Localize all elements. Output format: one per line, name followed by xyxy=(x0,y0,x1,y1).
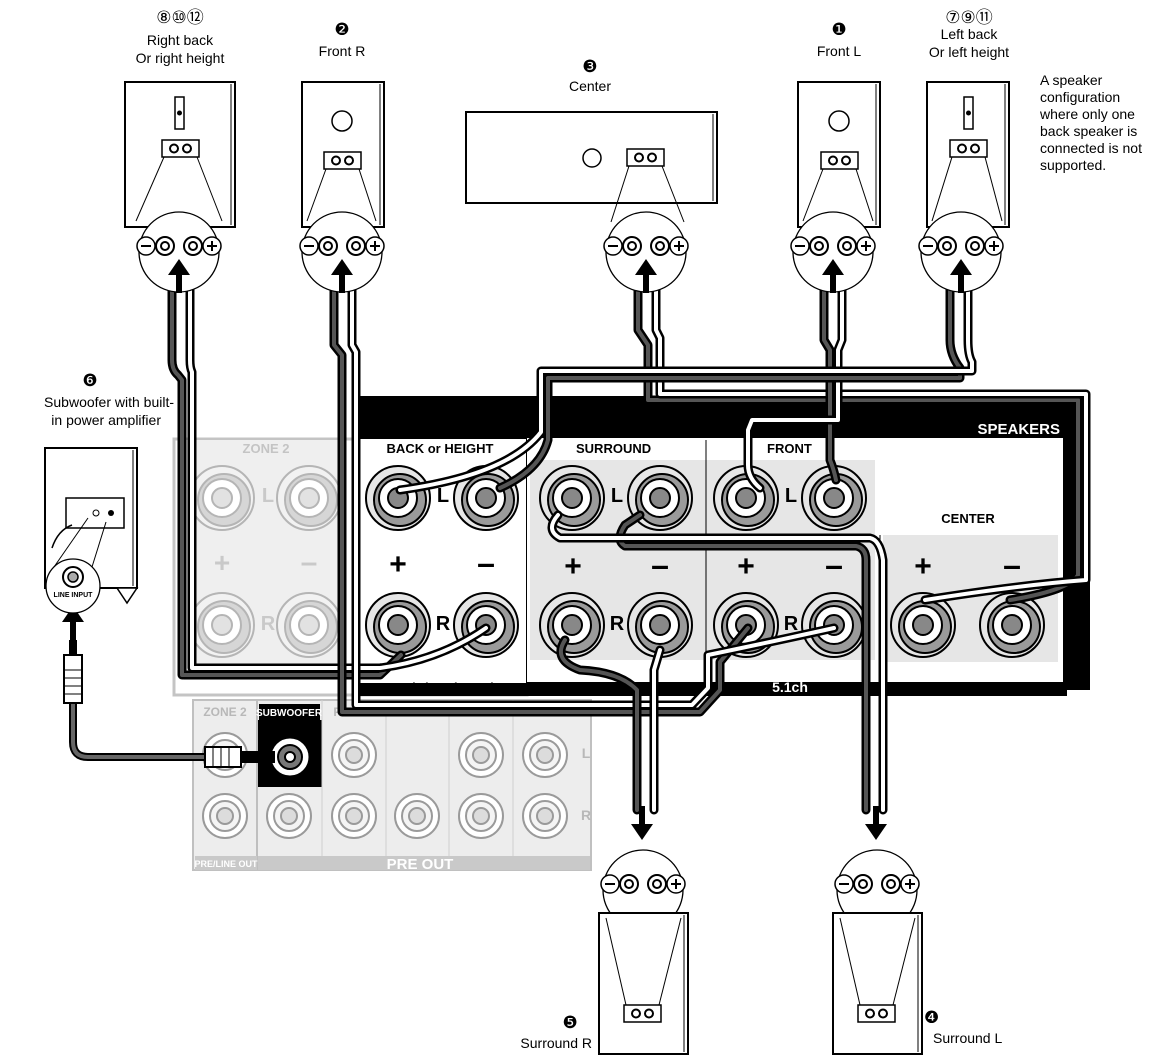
front-section-label: FRONT xyxy=(767,441,812,456)
zone2-l-label: L xyxy=(262,485,274,507)
preout-l-label: L xyxy=(582,745,591,761)
surround-l-rca-jack xyxy=(458,732,504,778)
speakers-panel-title: SPEAKERS xyxy=(977,421,1060,438)
surround-l-label: Surround L xyxy=(933,1030,1003,1046)
preout-zone2-label: ZONE 2 xyxy=(203,705,247,719)
front-r-label: R xyxy=(784,613,799,635)
zone2-r-rca-jack xyxy=(202,793,248,839)
zone2-plus-sign: + xyxy=(214,547,230,578)
center-section-label: CENTER xyxy=(941,511,995,526)
center-minus-sign: – xyxy=(1003,547,1021,583)
zone2-l-minus-terminal xyxy=(276,465,342,531)
front-minus-sign: – xyxy=(825,547,843,583)
subwoofer-r-rca-jack xyxy=(266,793,312,839)
zone2-section-label: ZONE 2 xyxy=(243,441,290,456)
pre-line-out-label: PRE/LINE OUT xyxy=(194,859,258,869)
back-or-height-section-label: BACK or HEIGHT xyxy=(387,441,494,456)
front-r-speaker xyxy=(301,81,385,228)
back-l-plus-terminal xyxy=(365,465,431,531)
line-input-label: LINE INPUT xyxy=(54,592,94,599)
right-back-label-line2: Or right height xyxy=(135,50,225,66)
back-minus-sign: – xyxy=(477,545,495,581)
center-speaker xyxy=(465,111,718,223)
center-rca-jack xyxy=(394,793,440,839)
front-l-label: L xyxy=(785,485,797,507)
pre-out-label: PRE OUT xyxy=(387,856,454,873)
ch71-label: 7.1ch (or Bi-AMP) xyxy=(387,680,495,695)
surround-l-label: L xyxy=(611,485,623,507)
zone2-l-plus-terminal xyxy=(189,465,255,531)
back-r-plus-terminal xyxy=(365,592,431,658)
back-l-label: L xyxy=(437,485,449,507)
left-back-label-line1: Left back xyxy=(940,26,998,42)
front-r-label: Front R xyxy=(318,43,366,59)
front-plus-sign: + xyxy=(737,550,755,583)
speaker-cables xyxy=(167,285,1091,815)
subwoofer-cable xyxy=(63,640,275,768)
surround-r-number: ❺ xyxy=(562,1013,578,1032)
surround-r-plus-terminal xyxy=(539,592,605,658)
zone2-r-label: R xyxy=(261,613,276,635)
zone2-r-plus-terminal xyxy=(189,592,255,658)
back-r-label: R xyxy=(436,613,451,635)
surround-l-number: ❹ xyxy=(924,1008,940,1027)
surround-plus-sign: + xyxy=(564,550,582,583)
front-l-rca-jack xyxy=(331,732,377,778)
surround-r-speaker xyxy=(598,912,689,1055)
front-l-label: Front L xyxy=(816,43,862,59)
surround-minus-sign: – xyxy=(651,547,669,583)
back-l-rca-jack xyxy=(522,732,568,778)
preout-r-label: R xyxy=(581,807,591,823)
back-r-rca-jack xyxy=(522,793,568,839)
right-back-number: ⑧⑩⑫ xyxy=(156,8,204,27)
subwoofer-speaker xyxy=(44,447,139,614)
back-plus-sign: + xyxy=(389,548,407,581)
surround-l-speaker xyxy=(832,912,923,1055)
back-speaker-note: A speaker configuration where only one b… xyxy=(1040,72,1142,173)
right-back-speaker xyxy=(124,81,236,228)
left-back-speaker xyxy=(926,81,1010,228)
surround-r-rca-jack xyxy=(458,793,504,839)
front-l-speaker xyxy=(797,81,881,228)
center-plus-sign: + xyxy=(914,550,932,583)
zone2-r-minus-terminal xyxy=(276,592,342,658)
left-back-number: ⑦⑨⑪ xyxy=(945,8,993,27)
subwoofer-label-line2: in power amplifier xyxy=(51,412,161,428)
subwoofer-number: ❻ xyxy=(82,371,98,390)
subwoofer-label-line1: Subwoofer with built- xyxy=(44,394,174,410)
left-back-label-line2: Or left height xyxy=(928,44,1010,60)
right-back-label-line1: Right back xyxy=(146,32,214,48)
subwoofer-rca-jack-active xyxy=(268,735,312,779)
surround-r-label: R xyxy=(610,613,625,635)
preout-subwoofer-label: SUBWOOFER xyxy=(256,708,323,719)
surround-r-label: Surround R xyxy=(520,1035,592,1051)
front-r-number: ❷ xyxy=(334,20,350,39)
zone2-minus-sign: – xyxy=(301,546,318,579)
front-r-rca-jack xyxy=(331,793,377,839)
center-label: Center xyxy=(568,78,612,94)
surround-section-label: SURROUND xyxy=(576,441,651,456)
ch51-label: 5.1ch xyxy=(772,679,808,695)
front-l-number: ❶ xyxy=(831,20,847,39)
center-number: ❸ xyxy=(582,57,598,76)
pre-out-panel xyxy=(192,699,592,871)
